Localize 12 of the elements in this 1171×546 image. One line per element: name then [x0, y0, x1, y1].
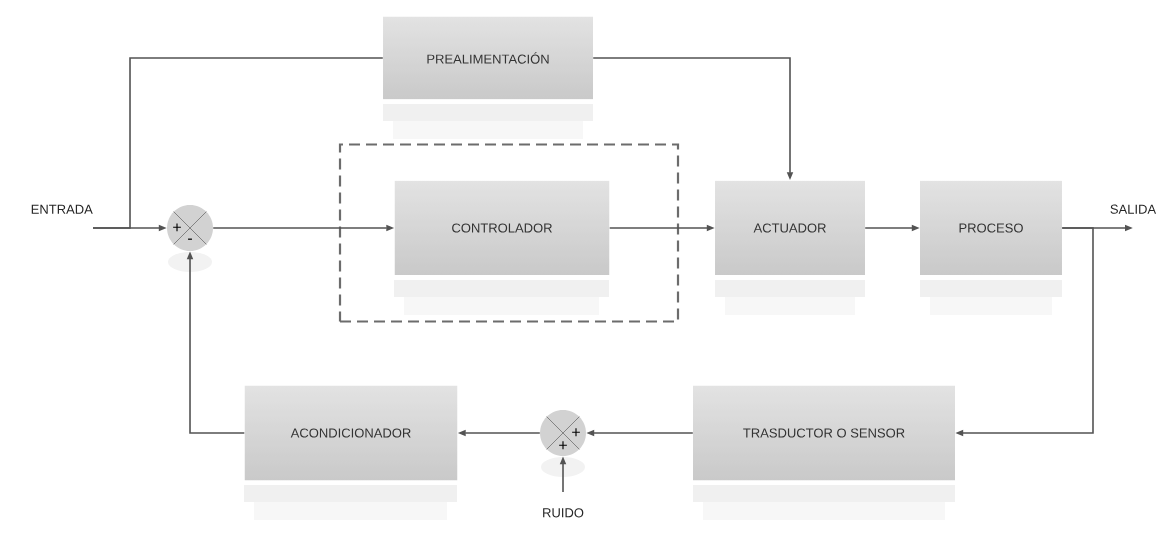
dashed-frame: [338, 143, 680, 323]
summing-junction: + -: [167, 205, 213, 272]
signal-label: RUIDO: [543, 508, 584, 518]
block-box: PROCESO: [920, 180, 1062, 315]
block-box: TRASDUCTOR O SENSOR: [693, 385, 955, 520]
block-box: ACONDICIONADOR: [244, 385, 458, 520]
signal-label: ENTRADA: [31, 204, 93, 214]
block-box: CONTROLADOR: [394, 180, 610, 315]
signal-label: SALIDA: [1110, 204, 1157, 214]
block-box: PREALIMENTACIÓN: [383, 16, 593, 139]
block-box: ACTUADOR: [715, 180, 865, 315]
summing-junction: + +: [540, 410, 586, 477]
